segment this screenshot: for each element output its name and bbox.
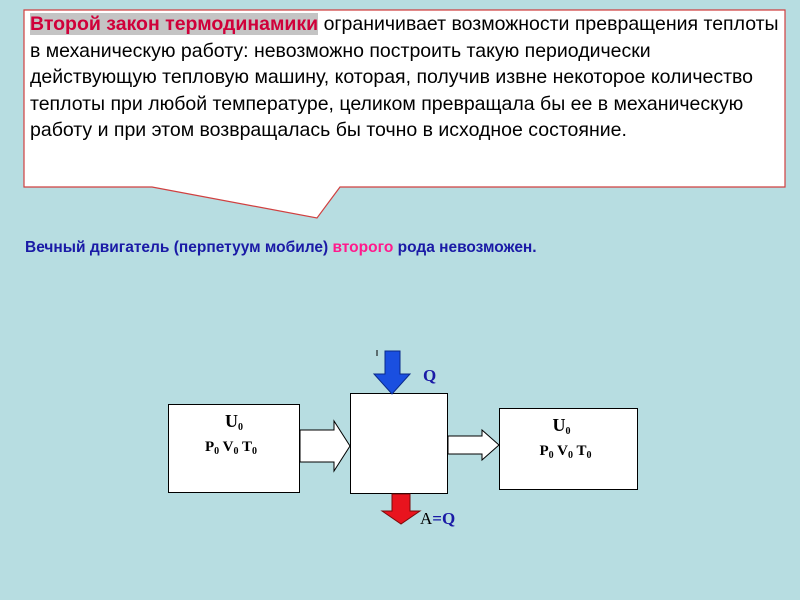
engine-box [350,393,448,494]
right-arrow-icon [299,419,351,473]
heat-label: Q [423,366,437,385]
law-statement: Второй закон термодинамики ограничивает … [30,11,782,144]
initial-parameters: P0 V0 T0 [205,439,257,457]
work-output-arrow-icon [380,493,422,525]
subtitle-highlight: второго [332,239,394,256]
right-arrow-icon [447,428,500,462]
law-text: ограничивает возможности превращения теп… [30,13,779,141]
final-parameters: P0 V0 T0 [539,443,592,461]
initial-internal-energy: U0 [225,411,243,433]
subtitle-part2: рода невозможен. [393,239,537,256]
perpetual-motion-statement: Вечный двигатель (перпетуум мобиле) втор… [25,239,537,257]
final-state-box: U0 P0 V0 T0 [499,408,638,490]
law-title: Второй закон термодинамики [30,13,319,35]
final-internal-energy: U0 [552,415,571,437]
heat-input-arrow-icon [372,350,412,395]
work-label: A=Q [420,509,456,528]
subtitle-part1: Вечный двигатель (перпетуум мобиле) [25,239,333,256]
